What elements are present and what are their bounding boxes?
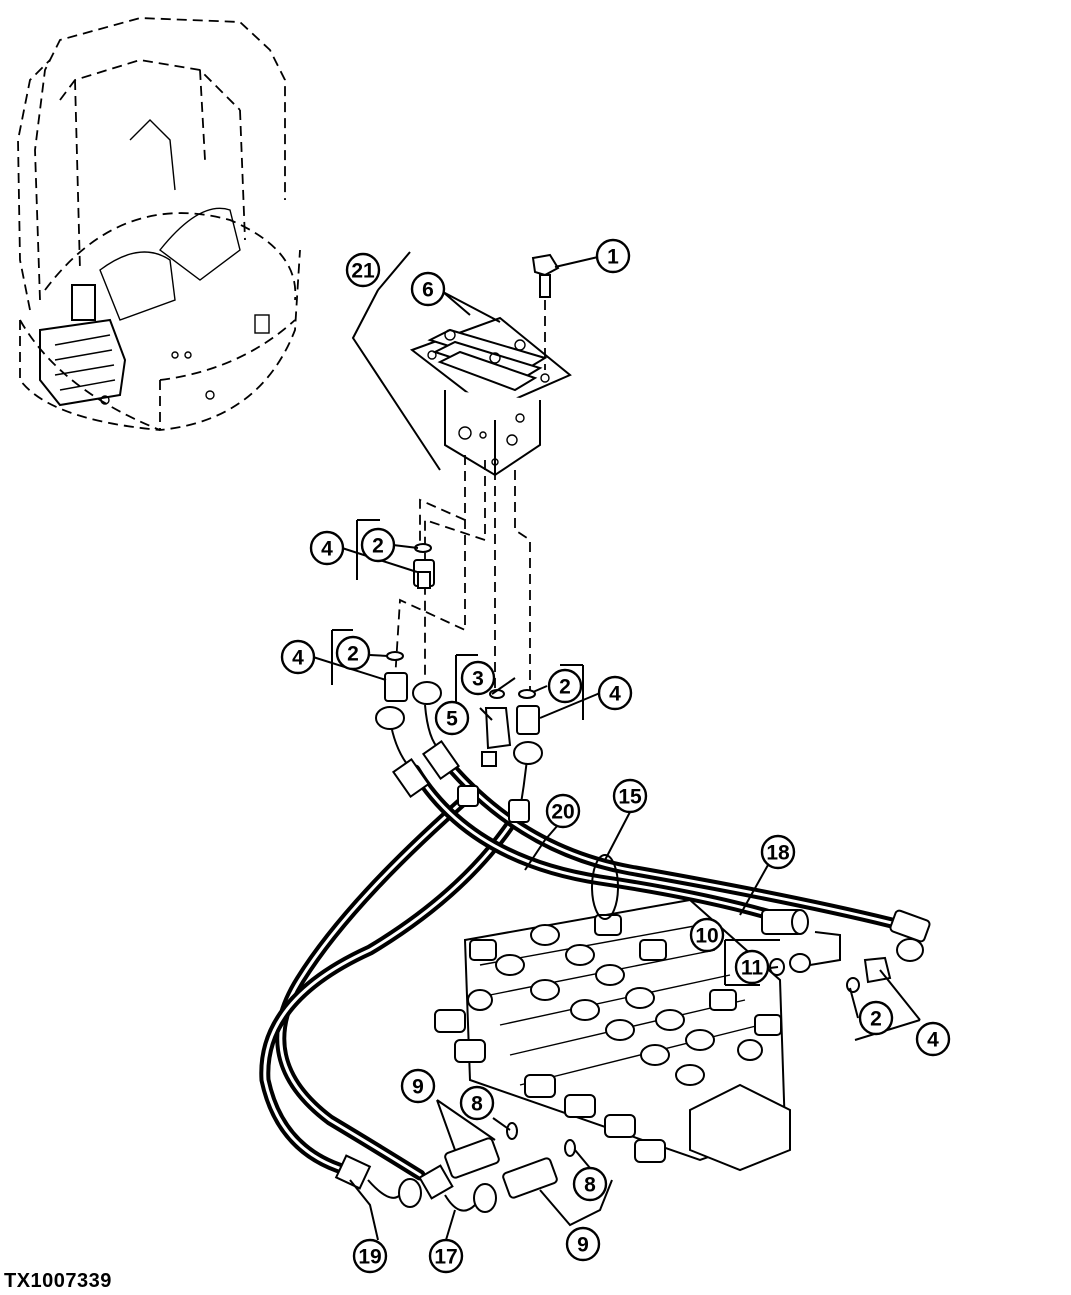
svg-text:18: 18 — [766, 842, 790, 865]
callout-3: 3 — [460, 660, 496, 696]
svg-text:8: 8 — [471, 1093, 483, 1116]
hoses — [259, 681, 931, 1213]
svg-text:4: 4 — [609, 683, 621, 706]
figure-id-label: TX1007339 — [4, 1270, 112, 1292]
callout-2: 2 — [360, 527, 396, 563]
main-control-valve — [434, 898, 791, 1172]
svg-text:1: 1 — [607, 246, 619, 269]
callout-4: 4 — [597, 675, 633, 711]
callout-15: 15 — [612, 778, 648, 814]
svg-text:11: 11 — [741, 957, 764, 980]
callout-2: 2 — [547, 668, 583, 704]
callout-19: 19 — [352, 1238, 388, 1274]
svg-text:17: 17 — [434, 1246, 457, 1269]
callout-4: 4 — [280, 639, 316, 675]
callout-5: 5 — [434, 700, 470, 736]
svg-text:8: 8 — [584, 1174, 596, 1197]
svg-text:10: 10 — [695, 925, 718, 948]
callout-9: 9 — [400, 1068, 436, 1104]
svg-text:4: 4 — [321, 538, 333, 561]
callout-2: 2 — [335, 635, 371, 671]
callout-20: 20 — [545, 793, 581, 829]
callout-10: 10 — [689, 917, 725, 953]
callout-6: 6 — [410, 271, 446, 307]
spool-fittings — [434, 914, 782, 1163]
fittings-lower — [444, 1122, 576, 1199]
callout-4: 4 — [309, 530, 345, 566]
callout-1: 1 — [595, 238, 631, 274]
svg-text:5: 5 — [446, 708, 458, 731]
svg-text:21: 21 — [351, 260, 375, 283]
callout-8: 8 — [459, 1085, 495, 1121]
callout-18: 18 — [760, 834, 796, 870]
svg-text:2: 2 — [870, 1008, 882, 1031]
callout-4: 4 — [915, 1021, 951, 1057]
pilot-control-valve — [409, 253, 572, 477]
svg-text:15: 15 — [618, 786, 642, 809]
fittings-upper — [384, 543, 540, 767]
svg-text:9: 9 — [412, 1076, 424, 1099]
svg-text:6: 6 — [422, 279, 434, 302]
callout-9: 9 — [565, 1226, 601, 1262]
svg-text:2: 2 — [559, 676, 571, 699]
callout-8: 8 — [572, 1166, 608, 1202]
svg-text:3: 3 — [472, 668, 484, 691]
svg-text:2: 2 — [372, 535, 384, 558]
svg-text:9: 9 — [577, 1234, 589, 1257]
alignment-lines — [394, 455, 531, 690]
svg-text:4: 4 — [927, 1029, 939, 1052]
callout-11: 11 — [734, 949, 770, 985]
callout-17: 17 — [428, 1238, 464, 1274]
svg-text:2: 2 — [347, 643, 359, 666]
machine-overview-sketch — [17, 17, 301, 431]
svg-text:19: 19 — [358, 1246, 381, 1269]
svg-text:4: 4 — [292, 647, 304, 670]
svg-text:20: 20 — [551, 801, 574, 824]
callout-21: 21 — [345, 252, 381, 288]
callout-2: 2 — [858, 1000, 894, 1036]
